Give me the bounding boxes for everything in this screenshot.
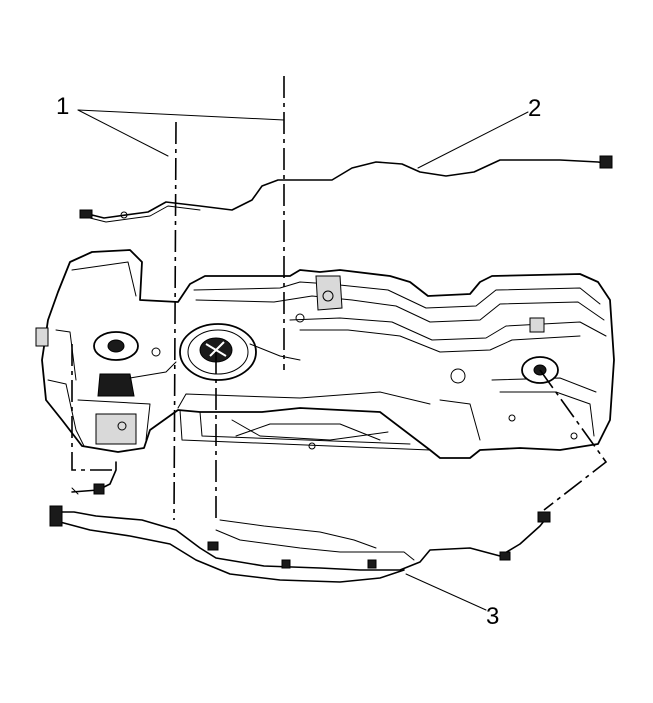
left-sender-assembly [35, 327, 177, 397]
fuel-pump-module [179, 323, 301, 381]
callout-leader-1 [77, 109, 285, 157]
callout-2-label: 2 [528, 95, 541, 122]
callout-1-label: 1 [56, 93, 69, 120]
fuel-tank [41, 249, 615, 459]
upper-wiring-harness [79, 155, 613, 223]
locator-lines [71, 76, 608, 521]
callout-leader-2 [417, 111, 529, 169]
callout-3-label: 3 [486, 603, 499, 630]
callout-leader-3 [405, 573, 487, 611]
lower-wiring-harness [49, 461, 551, 583]
